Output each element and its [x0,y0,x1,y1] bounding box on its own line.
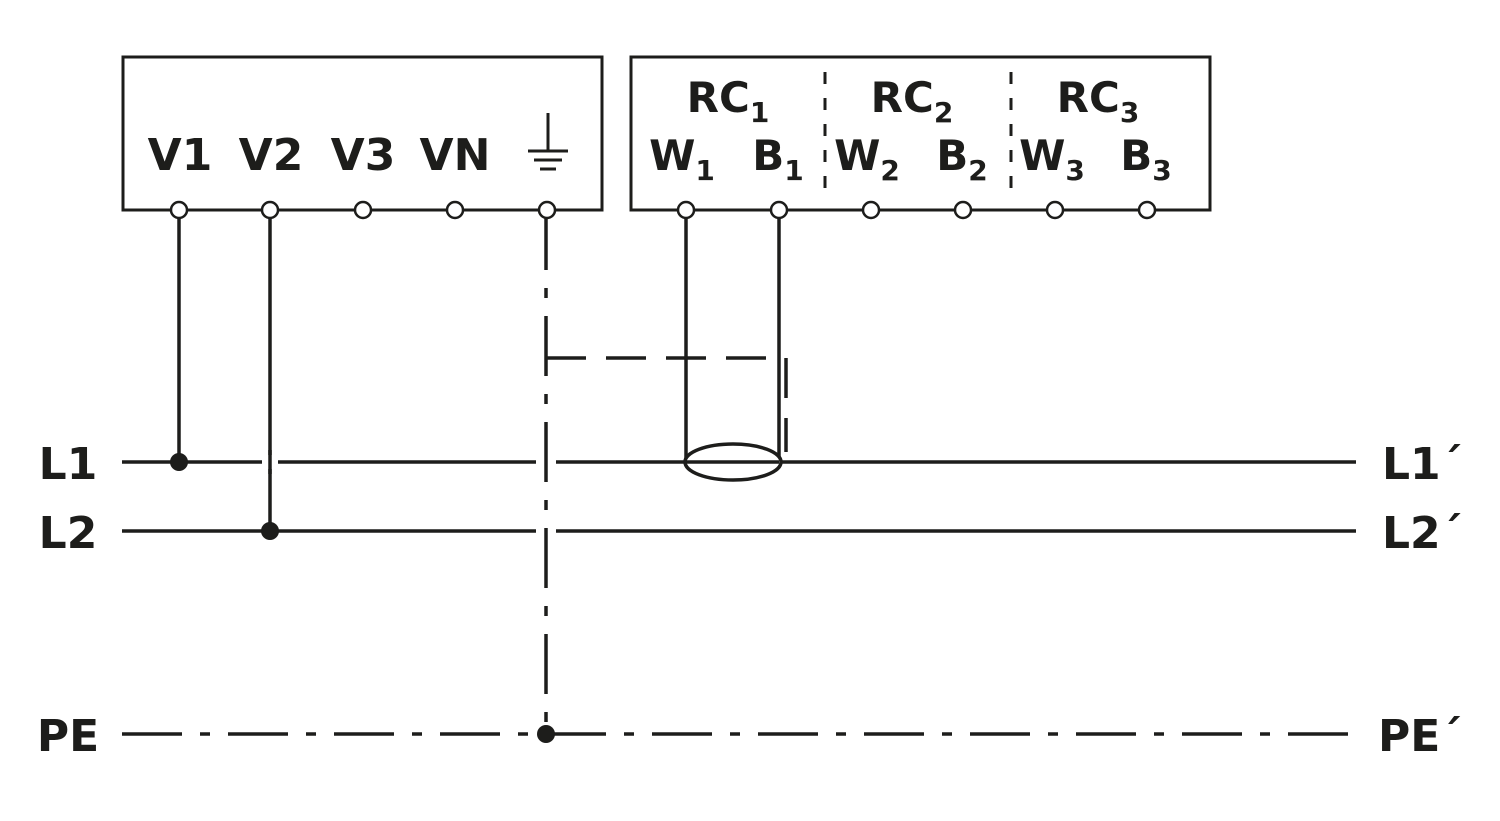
label-pe-out: PE´ [1378,711,1462,762]
terminal-label-b3: B3 [1120,131,1172,187]
label-l1-in: L1 [39,439,98,490]
terminal-label-b2: B2 [936,131,988,187]
terminal-w1 [676,200,696,220]
ground-icon [528,113,568,171]
terminal-label-w2: W2 [834,131,900,187]
label-l2-in: L2 [39,508,98,559]
terminal-b2 [953,200,973,220]
terminal-label-w1: W1 [649,131,715,187]
terminal-label-vn: VN [420,130,491,181]
terminal-w2 [861,200,881,220]
terminal-label-v2: V2 [239,130,304,181]
terminal-w3 [1045,200,1065,220]
terminal-label-w3: W3 [1019,131,1085,187]
terminal-ground [537,200,557,220]
terminal-v3 [353,200,373,220]
junction-v1-l1 [170,453,188,471]
label-pe-in: PE [37,711,99,762]
rc-group-1-label: RC1 [687,73,770,129]
terminal-label-v3: V3 [331,130,396,181]
terminal-label-b1: B1 [752,131,804,187]
label-l2-out: L2´ [1382,508,1463,559]
terminal-b1 [769,200,789,220]
terminal-vn [445,200,465,220]
terminal-v1 [169,200,189,220]
label-l1-out: L1´ [1382,439,1463,490]
terminal-v2 [260,200,280,220]
rc-module-box [629,55,1212,212]
terminal-label-v1: V1 [148,130,213,181]
terminal-b3 [1137,200,1157,220]
rc-group-3-label: RC3 [1057,73,1140,129]
rc-group-2-label: RC2 [871,73,954,129]
junction-ground-pe [537,725,555,743]
junction-v2-l2 [261,522,279,540]
